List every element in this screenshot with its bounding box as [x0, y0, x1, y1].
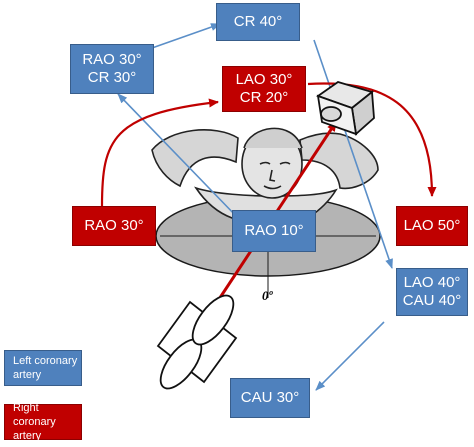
view-rao10: RAO 10° [232, 210, 316, 252]
x-ray-tube-icon [156, 294, 238, 390]
view-lao50: LAO 50° [396, 206, 468, 246]
view-rao30-cr30-line1: RAO 30° [82, 51, 142, 68]
view-lao50-line1: LAO 50° [403, 217, 461, 234]
left-coronary-sequence-arrows [117, 23, 393, 391]
image-intensifier-icon [316, 81, 375, 136]
legend-left-line2: artery [13, 369, 42, 381]
legend-right-line1: Right coronary [13, 402, 56, 428]
view-rao10-line1: RAO 10° [244, 222, 304, 239]
view-lao30-cr20-line1: LAO 30° [235, 71, 293, 88]
zero-degree-label: 0º [262, 288, 273, 303]
view-rao30-cr30: RAO 30° CR 30° [70, 44, 154, 94]
view-lao40-cau40-line2: CAU 40° [402, 292, 462, 309]
view-lao30-cr20: LAO 30° CR 20° [222, 66, 306, 112]
patient-lying-icon [151, 127, 379, 219]
view-rao30-cr30-line2: CR 30° [87, 69, 137, 86]
view-cr40-line1: CR 40° [233, 13, 283, 30]
right-coronary-sequence-arrows [100, 82, 437, 207]
view-rao30-line1: RAO 30° [84, 217, 144, 234]
view-cr40: CR 40° [216, 3, 300, 41]
view-rao30: RAO 30° [72, 206, 156, 246]
legend-left-coronary-artery: Left coronary artery [4, 350, 82, 386]
view-cau30-line1: CAU 30° [240, 389, 300, 406]
view-lao30-cr20-line2: CR 20° [239, 89, 289, 106]
legend-right-coronary-artery: Right coronary artery [4, 402, 82, 442]
view-cau30: CAU 30° [230, 378, 310, 418]
view-lao40-cau40: LAO 40° CAU 40° [396, 268, 468, 316]
view-lao40-cau40-line1: LAO 40° [403, 274, 461, 291]
legend-right-line2: artery [13, 430, 42, 442]
legend-left-line1: Left coronary [13, 355, 78, 367]
